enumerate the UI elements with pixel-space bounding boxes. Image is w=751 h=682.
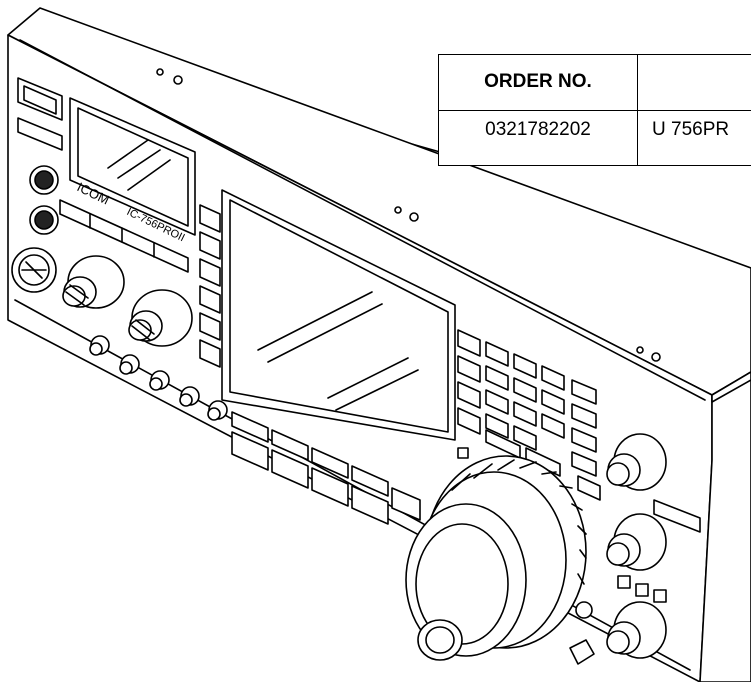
keypad bbox=[457, 329, 601, 501]
small-knob-row bbox=[89, 335, 228, 421]
right-knobs bbox=[569, 433, 701, 665]
left-key-column bbox=[199, 204, 221, 368]
order-no-header: ORDER NO. bbox=[438, 54, 638, 111]
jacks bbox=[11, 165, 59, 293]
af-rf-knobs bbox=[62, 255, 193, 347]
main-display bbox=[221, 189, 456, 441]
bottom-keys bbox=[231, 411, 421, 525]
description-header bbox=[637, 54, 751, 111]
left-buttons bbox=[17, 77, 63, 151]
meter-window bbox=[69, 97, 196, 236]
description-value: U 756PR bbox=[637, 109, 751, 166]
tuning-dial bbox=[405, 455, 587, 661]
order-no-value: 0321782202 bbox=[438, 109, 638, 166]
order-table: ORDER NO. 0321782202 U 756PR bbox=[438, 54, 751, 166]
